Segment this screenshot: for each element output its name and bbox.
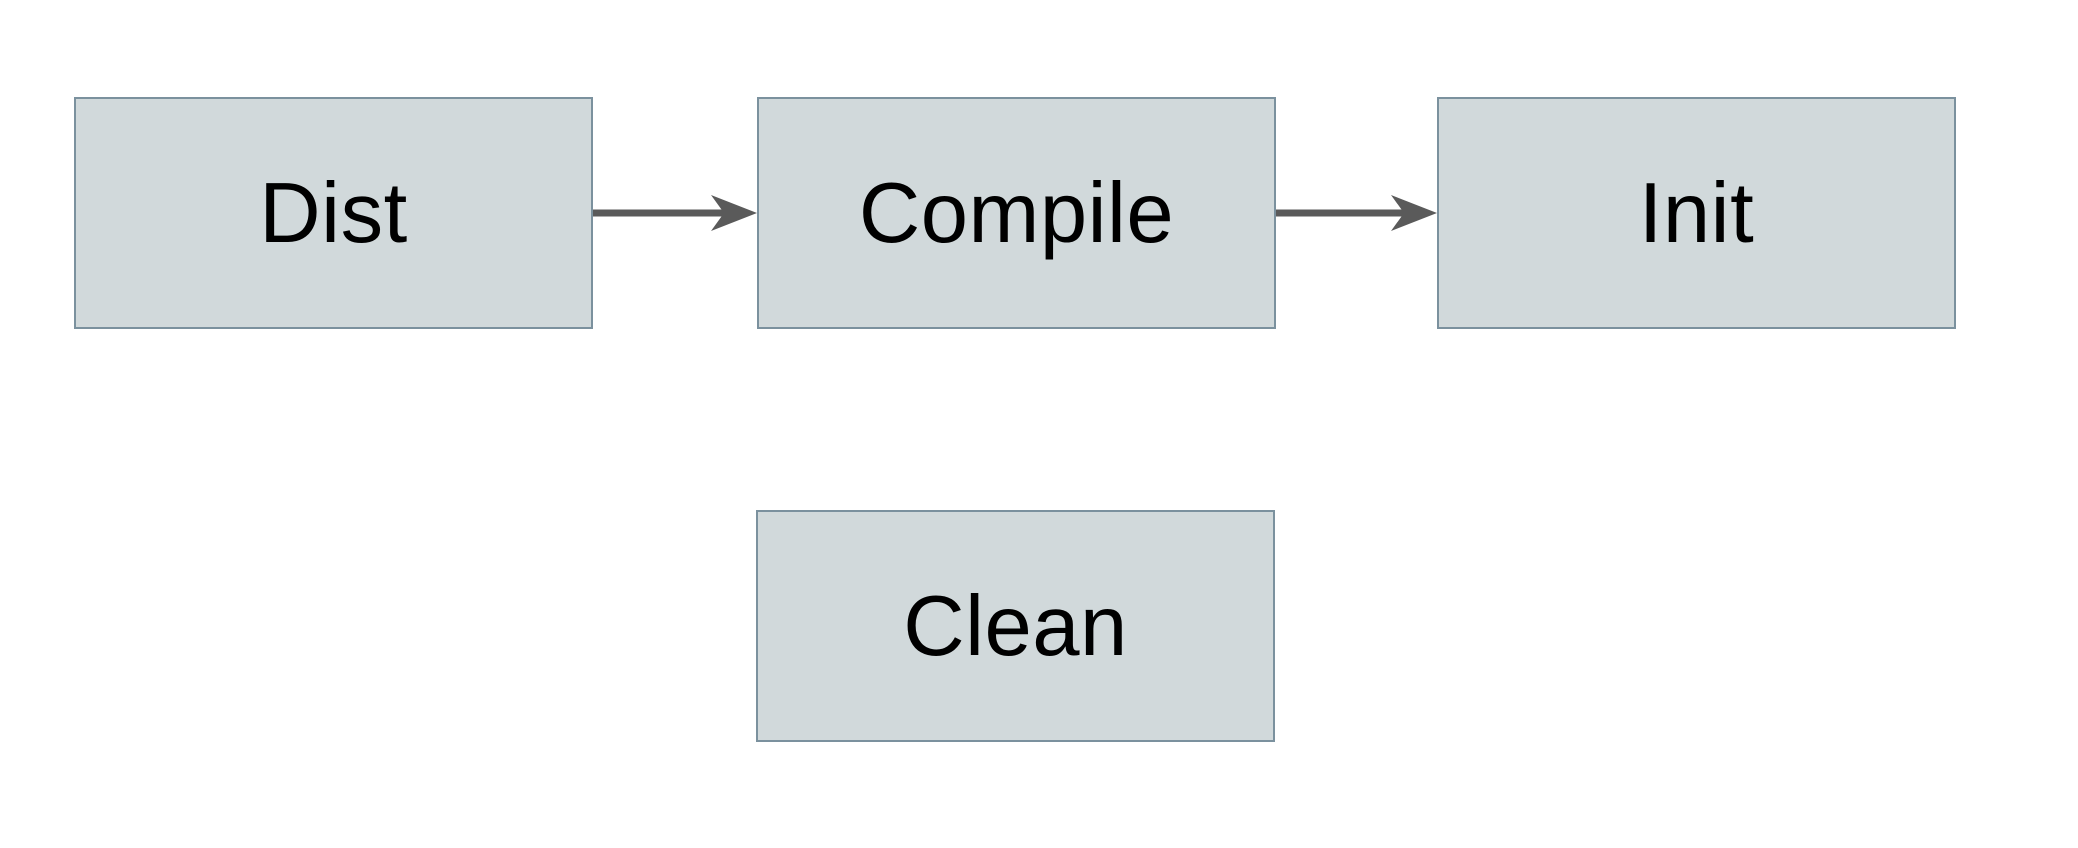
arrowhead-icon [1391, 195, 1437, 231]
node-label-clean: Clean [903, 578, 1128, 674]
node-dist: Dist [74, 97, 593, 329]
node-compile: Compile [757, 97, 1276, 329]
node-label-dist: Dist [259, 165, 408, 261]
arrowhead-icon [711, 195, 757, 231]
node-label-init: Init [1638, 165, 1755, 261]
node-init: Init [1437, 97, 1956, 329]
node-label-compile: Compile [858, 165, 1175, 261]
node-clean: Clean [756, 510, 1275, 742]
